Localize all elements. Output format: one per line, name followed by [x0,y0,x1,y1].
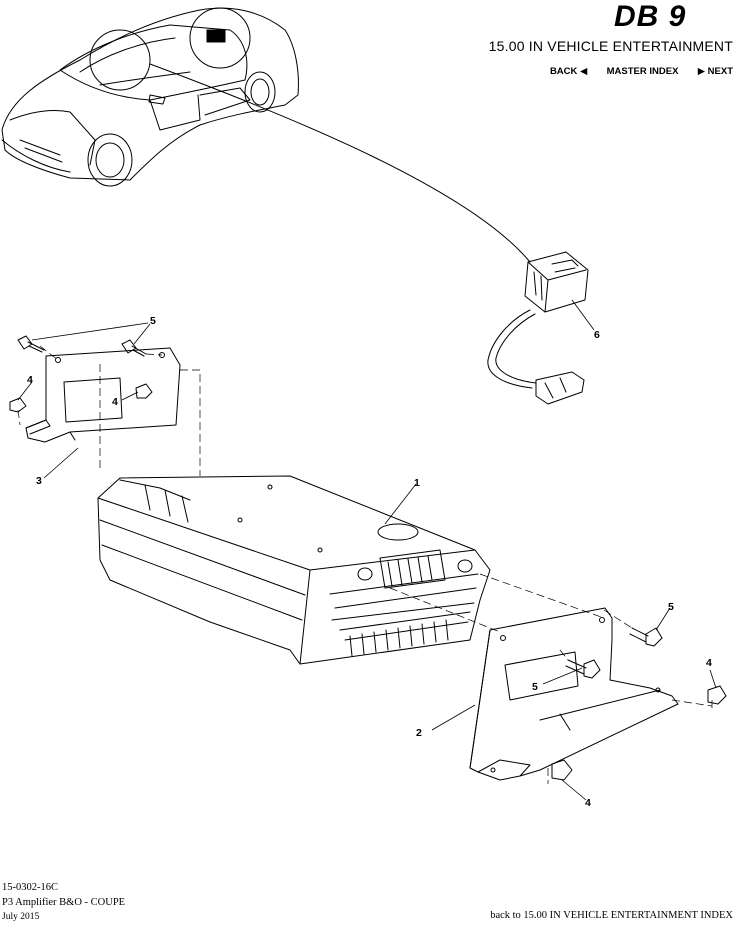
master-index-link[interactable]: MASTER INDEX [606,66,679,77]
back-to-index-link[interactable]: back to 15.00 IN VEHICLE ENTERTAINMENT I… [490,910,733,921]
issue-date: July 2015 [2,912,40,922]
part-title: P3 Amplifier B&O - COUPE [2,897,126,908]
callout-3: 3 [36,475,42,487]
logo-text: DB 9 [614,0,686,30]
section-title: 15.00 IN VEHICLE ENTERTAINMENT [488,38,733,54]
footer-info: 15-0302-16C P3 Amplifier B&O - COUPE Jul… [2,880,125,925]
connector-module [487,251,589,405]
next-label: NEXT [707,66,733,77]
nut-right-1 [707,685,727,705]
assembly-lines [17,345,713,784]
callout-5-right-2: 5 [532,681,538,693]
bracket-right [469,607,679,781]
nav-bar: BACK ◀ MASTER INDEX ▶ NEXT [550,66,733,77]
back-link[interactable]: BACK ◀ [550,66,587,77]
bolt-left-2 [121,339,147,357]
nut-right-2 [551,759,573,781]
callout-5-right-1: 5 [668,601,674,613]
amplifier [97,475,491,665]
db9-logo: DB 9 [614,0,686,30]
next-link[interactable]: ▶ NEXT [698,66,733,77]
back-label: BACK [549,66,578,77]
callout-4-right-2: 4 [585,797,591,809]
callout-4-right-1: 4 [706,657,712,669]
bracket-left [25,347,181,443]
bolt-right-2 [565,659,601,679]
callout-6: 6 [594,329,600,341]
back-arrow-icon: ◀ [580,66,588,77]
nut-left-1 [9,397,27,413]
bolt-right-1 [629,627,663,647]
callout-1: 1 [414,477,420,489]
car-illustration [1,7,299,187]
callout-4-left-2: 4 [112,396,118,408]
next-arrow-icon: ▶ [697,66,706,77]
part-code: 15-0302-16C [2,882,58,893]
callout-2: 2 [416,727,422,739]
callout-leaders [17,299,717,801]
nut-left-2 [135,383,153,399]
callout-5-top: 5 [150,315,156,327]
bolt-left-1 [17,335,45,353]
leader-line [149,63,531,263]
callout-4-left-1: 4 [27,374,33,386]
